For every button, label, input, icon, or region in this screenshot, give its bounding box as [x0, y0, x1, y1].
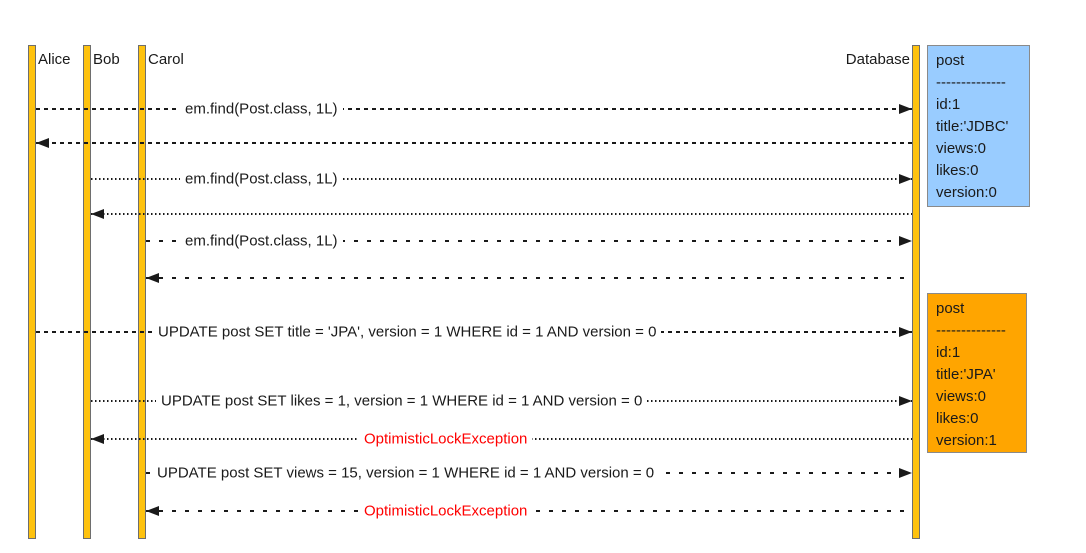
arrowhead-left-icon	[36, 138, 49, 148]
arrowhead-right-icon	[899, 104, 912, 114]
message-line-3	[91, 213, 912, 215]
lifeline-bar-carol	[138, 45, 146, 539]
post-state-jdbc: post -------------- id:1 title:'JDBC' views:…	[927, 45, 1030, 207]
arrowhead-right-icon	[899, 174, 912, 184]
message-label-0: em.find(Post.class, 1L)	[180, 99, 343, 119]
post-state-jpa-separator: --------------	[936, 322, 1006, 339]
message-label-10: OptimisticLockException	[359, 501, 533, 521]
message-label-9: UPDATE post SET views = 15, version = 1 …	[152, 463, 660, 483]
message-label-8: OptimisticLockException	[359, 429, 533, 449]
lifeline-label-database: Database	[845, 51, 910, 68]
post-state-jdbc-title: post	[936, 52, 965, 69]
post-state-jpa-field: views:0	[936, 388, 987, 405]
post-state-jpa-field: version:1	[936, 432, 997, 449]
post-state-jdbc-separator: --------------	[936, 74, 1006, 91]
arrowhead-right-icon	[899, 396, 912, 406]
message-line-0	[36, 108, 912, 110]
post-state-jpa-field: title:'JPA'	[936, 366, 996, 383]
post-state-jdbc-field: version:0	[936, 184, 997, 201]
post-state-jpa: post -------------- id:1 title:'JPA' views:0…	[927, 293, 1027, 453]
lifeline-bar-database	[912, 45, 920, 539]
lifeline-label-carol: Carol	[148, 51, 184, 68]
message-line-1	[36, 142, 912, 144]
post-state-jdbc-field: likes:0	[936, 162, 979, 179]
lifeline-label-alice: Alice	[38, 51, 71, 68]
lifeline-bar-alice	[28, 45, 36, 539]
message-label-2: em.find(Post.class, 1L)	[180, 169, 343, 189]
message-line-2	[91, 178, 912, 180]
arrowhead-left-icon	[91, 434, 104, 444]
message-line-4	[146, 240, 912, 242]
lifeline-label-bob: Bob	[93, 51, 120, 68]
post-state-jdbc-field: id:1	[936, 96, 961, 113]
lifeline-bar-bob	[83, 45, 91, 539]
post-state-jdbc-field: title:'JDBC'	[936, 118, 1009, 135]
post-state-jpa-field: id:1	[936, 344, 961, 361]
arrowhead-right-icon	[899, 468, 912, 478]
post-state-jdbc-field: views:0	[936, 140, 987, 157]
arrowhead-right-icon	[899, 236, 912, 246]
arrowhead-left-icon	[91, 209, 104, 219]
message-label-6: UPDATE post SET title = 'JPA', version =…	[153, 322, 662, 342]
post-state-jpa-field: likes:0	[936, 410, 979, 427]
arrowhead-left-icon	[146, 273, 159, 283]
message-line-5	[146, 277, 912, 279]
message-label-4: em.find(Post.class, 1L)	[180, 231, 343, 251]
message-label-7: UPDATE post SET likes = 1, version = 1 W…	[156, 391, 648, 411]
post-state-jpa-title: post	[936, 300, 965, 317]
arrowhead-right-icon	[899, 327, 912, 337]
arrowhead-left-icon	[146, 506, 159, 516]
